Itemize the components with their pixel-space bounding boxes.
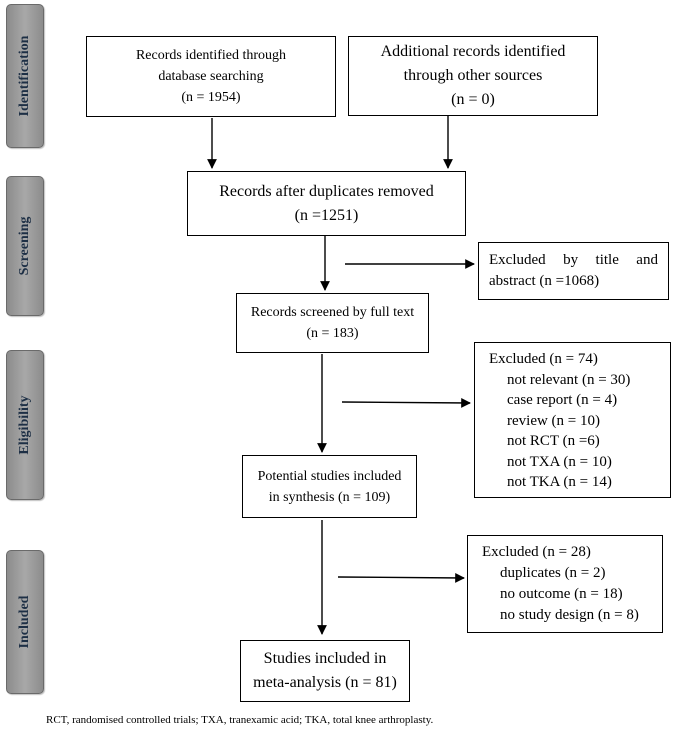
box-database-search: Records identified through database sear… — [86, 36, 336, 117]
database-search-line-3: (n = 1954) — [181, 90, 241, 105]
excluded-title-word-2: by — [563, 252, 579, 268]
box-excluded-74: Excluded (n = 74) not relevant (n = 30) … — [474, 342, 671, 498]
stage-identification: Identification — [6, 4, 44, 148]
arrow-to-excluded-74 — [341, 398, 471, 408]
excluded-title-line-1: Excluded by title and — [489, 250, 658, 271]
potential-line-2: in synthesis (n = 109) — [268, 489, 391, 505]
box-final-included: Studies included in meta-analysis (n = 8… — [240, 640, 410, 702]
excluded-title-word-4: and — [636, 252, 658, 268]
database-search-line-2: database searching — [158, 69, 264, 84]
stage-eligibility: Eligibility — [6, 350, 44, 500]
excluded-74-item: not TKA (n = 14) — [507, 474, 612, 490]
box-after-duplicates: Records after duplicates removed (n =125… — [187, 171, 466, 236]
arrow-to-excluded-28 — [337, 573, 465, 583]
box-excluded-28: Excluded (n = 28) duplicates (n = 2) no … — [467, 535, 663, 633]
stage-included: Included — [6, 550, 44, 694]
potential-line-1: Potential studies included — [257, 468, 402, 484]
full-text-line-1: Records screened by full text — [250, 305, 415, 320]
after-duplicates-line-1: Records after duplicates removed — [219, 182, 434, 200]
final-line-2: meta-analysis (n = 81) — [253, 674, 397, 691]
excluded-28-item: no study design (n = 8) — [500, 607, 639, 623]
database-search-line-1: Records identified through — [135, 48, 287, 63]
excluded-28-item: no outcome (n = 18) — [500, 586, 623, 602]
excluded-74-item: not relevant (n = 30) — [507, 371, 631, 388]
excluded-74-header: Excluded (n = 74) — [489, 351, 598, 367]
excluded-74-item: review (n = 10) — [507, 412, 601, 429]
final-line-1: Studies included in — [263, 650, 387, 667]
excluded-74-item: not RCT (n =6) — [507, 433, 600, 449]
box-excluded-title-abstract: Excluded by title and abstract (n =1068) — [478, 242, 669, 300]
other-sources-line-3: (n = 0) — [451, 91, 495, 108]
box-full-text: Records screened by full text (n = 183) — [236, 293, 429, 353]
excluded-title-line-2: abstract (n =1068) — [489, 273, 600, 289]
full-text-line-2: (n = 183) — [306, 326, 359, 341]
excluded-title-word-1: Excluded — [489, 252, 546, 268]
excluded-74-item: case report (n = 4) — [507, 392, 618, 408]
excluded-28-header: Excluded (n = 28) — [482, 544, 591, 560]
excluded-28-item: duplicates (n = 2) — [500, 565, 606, 581]
box-potential-studies: Potential studies included in synthesis … — [242, 455, 417, 518]
excluded-74-item: not TXA (n = 10) — [507, 453, 612, 470]
other-sources-line-1: Additional records identified — [380, 43, 566, 60]
after-duplicates-line-2: (n =1251) — [294, 206, 359, 224]
footnote: RCT, randomised controlled trials; TXA, … — [46, 714, 434, 726]
excluded-title-word-3: title — [595, 252, 619, 268]
other-sources-line-2: through other sources — [403, 67, 543, 84]
box-other-sources: Additional records identified through ot… — [348, 36, 598, 116]
stage-screening: Screening — [6, 176, 44, 316]
